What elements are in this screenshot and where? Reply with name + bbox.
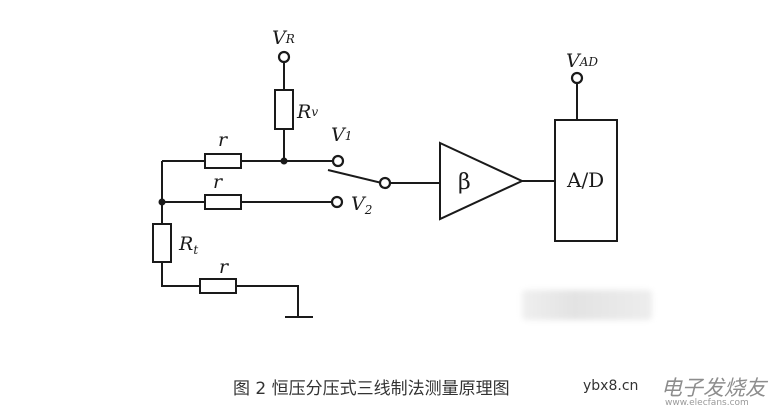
- label-vad: VAD: [566, 50, 598, 72]
- label-rv: Rv: [296, 101, 318, 123]
- terminal-v1: [331, 154, 345, 168]
- wire-rt-down: [161, 262, 299, 317]
- watermark-logo: 电子发烧友: [661, 376, 766, 400]
- resistor-r-top: [204, 153, 242, 169]
- terminal-vad: [570, 71, 584, 85]
- resistor-rt: [152, 223, 172, 263]
- terminal-vr: [277, 50, 291, 64]
- label-v2: V2: [351, 193, 372, 217]
- terminal-switch-common: [378, 176, 392, 190]
- label-r-top: r: [218, 129, 229, 151]
- resistor-r-mid: [204, 194, 242, 210]
- figure-caption: 图 2 恒压分压式三线制法测量原理图: [233, 379, 510, 399]
- switch-blade: [327, 169, 383, 184]
- watermark-domain: ybx8.cn: [583, 378, 639, 394]
- label-r-bot: r: [219, 256, 230, 278]
- watermark-url: www.elecfans.com: [665, 398, 749, 408]
- adc-box: [554, 119, 618, 242]
- label-v1: V1: [331, 124, 352, 146]
- wires: [161, 62, 618, 318]
- label-vr: VR: [272, 27, 295, 49]
- label-amplifier: β: [458, 170, 471, 195]
- label-r-mid: r: [213, 171, 224, 193]
- resistor-rv: [274, 89, 294, 130]
- blurred-watermark-patch: [522, 290, 652, 320]
- label-adc: A/D: [566, 168, 604, 192]
- junction-left: [158, 198, 166, 206]
- terminal-v2: [330, 195, 344, 209]
- junction-top: [280, 157, 288, 165]
- amplifier-triangle: [439, 141, 525, 221]
- label-rt: Rt: [178, 233, 198, 257]
- resistor-r-bot: [199, 278, 237, 294]
